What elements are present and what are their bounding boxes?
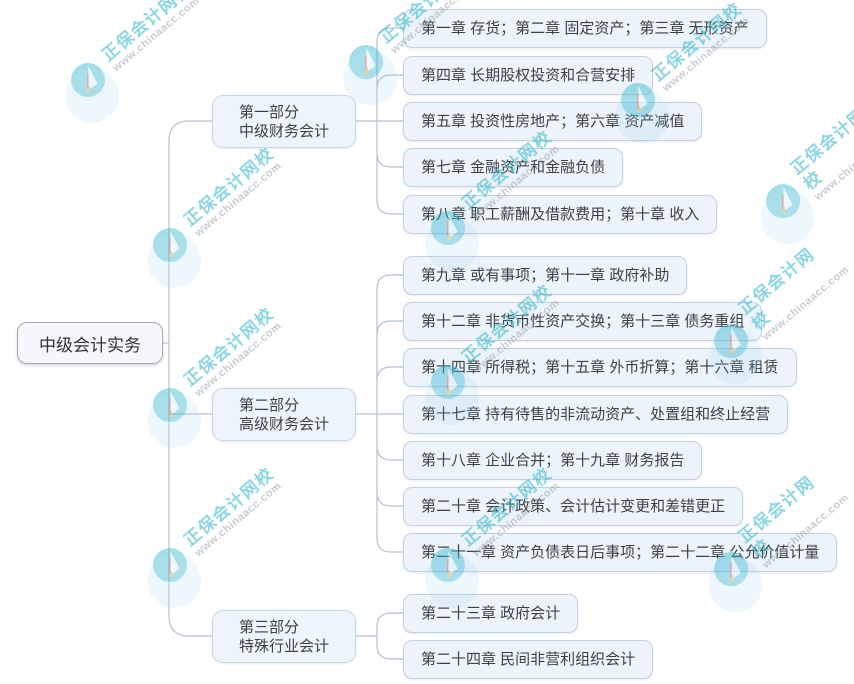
branch-node-label: 第一部分中级财务会计: [239, 103, 329, 141]
leaf-node-2-7[interactable]: 第二十一章 资产负债表日后事项；第二十二章 公允价值计量: [403, 533, 838, 572]
leaf-node-1-5[interactable]: 第八章 职工薪酬及借款费用；第十章 收入: [403, 195, 718, 234]
branch-part-label: 第一部分: [238, 103, 299, 121]
branch-node-label: 第三部分特殊行业会计: [239, 618, 329, 656]
leaf-node-2-6[interactable]: 第二十章 会计政策、会计估计变更和差错更正: [403, 487, 744, 526]
leaf-node-2-4[interactable]: 第十七章 持有待售的非流动资产、处置组和终止经营: [403, 395, 789, 434]
leaf-node-3-1[interactable]: 第二十三章 政府会计: [403, 594, 579, 633]
branch-part-label: 第三部分: [238, 618, 299, 636]
leaf-node-2-2[interactable]: 第十二章 非货币性资产交换；第十三章 债务重组: [403, 302, 763, 341]
leaf-node-1-1[interactable]: 第一章 存货；第二章 固定资产；第三章 无形资产: [403, 9, 767, 48]
branch-name-label: 中级财务会计: [238, 122, 329, 140]
branch-node-1[interactable]: 第一部分中级财务会计: [212, 95, 356, 148]
branch-node-label: 第二部分高级财务会计: [239, 396, 329, 434]
leaf-node-2-5[interactable]: 第十八章 企业合并；第十九章 财务报告: [403, 441, 703, 480]
leaf-node-3-2[interactable]: 第二十四章 民间非营利组织会计: [403, 640, 654, 679]
branch-name-label: 特殊行业会计: [238, 637, 329, 655]
root-node-label: 中级会计实务: [39, 335, 141, 355]
leaf-node-1-2[interactable]: 第四章 长期股权投资和合营安排: [403, 56, 654, 95]
leaf-node-2-3[interactable]: 第十四章 所得税；第十五章 外币折算；第十六章 租赁: [403, 348, 797, 387]
branch-name-label: 高级财务会计: [238, 415, 329, 433]
branch-node-2[interactable]: 第二部分高级财务会计: [212, 388, 356, 441]
leaf-node-2-1[interactable]: 第九章 或有事项；第十一章 政府补助: [403, 256, 688, 295]
leaf-node-1-3[interactable]: 第五章 投资性房地产；第六章 资产减值: [403, 102, 703, 141]
leaf-node-1-4[interactable]: 第七章 金融资产和金融负债: [403, 148, 624, 187]
branch-part-label: 第二部分: [238, 396, 299, 414]
branch-node-3[interactable]: 第三部分特殊行业会计: [212, 610, 356, 663]
root-node[interactable]: 中级会计实务: [17, 322, 163, 364]
